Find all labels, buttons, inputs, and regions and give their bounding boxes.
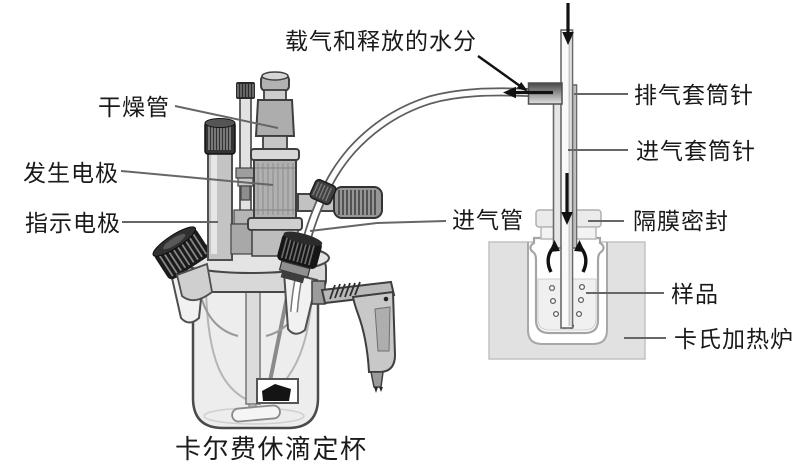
heating-oven-illustration [488, 29, 646, 360]
label-inlet-sleeve-needle: 进气套筒针 [636, 138, 756, 164]
label-indicator-electrode: 指示电极 [25, 210, 121, 236]
leader-lines [120, 93, 666, 339]
sensor-window-blob [262, 384, 291, 401]
leader-gas-inlet-tube [309, 220, 447, 232]
right-port-funnel [282, 270, 319, 335]
label-drying-tube: 干燥管 [98, 94, 170, 120]
tube-grommet [309, 178, 337, 206]
head-skirt-arch-left [199, 291, 239, 337]
carrier-gas-in-arrowhead [562, 32, 574, 45]
label-carrier-gas-moisture: 载气和释放的水分 [285, 28, 477, 54]
carrier-gas-label-arrow [477, 55, 521, 87]
left-cap-stem [175, 262, 213, 302]
leader-generator-electrode [120, 170, 274, 186]
vapor-rise-arrowhead-right [574, 240, 585, 252]
generator-electrode-shape [247, 148, 303, 257]
label-generator-electrode: 发生电极 [23, 160, 119, 186]
titration-cup-illustration [152, 71, 530, 430]
oven-cavity-edge [527, 242, 608, 345]
gas-out-arrowhead [503, 86, 516, 99]
left-ribbed-cap [152, 226, 211, 280]
label-kf-titration-cup: 卡尔费休滴定杯 [175, 434, 368, 464]
leader-drying-tube [174, 105, 279, 129]
transfer-tube-core [301, 89, 530, 253]
label-kf-heating-oven: 卡氏加热炉 [674, 326, 794, 352]
label-septum-seal: 隔膜密封 [633, 208, 729, 234]
carrier-gas-label-arrowhead [516, 82, 528, 92]
inlet-port-nut [277, 231, 323, 284]
vapor-rise-arrowhead-left [549, 240, 560, 252]
indicator-electrode-shape [204, 118, 236, 261]
stir-bar [231, 404, 281, 423]
drying-tube-shape [254, 71, 296, 151]
needle-gas-down-arrowhead [561, 212, 573, 225]
cup-handle [311, 280, 397, 393]
flow-arrows [477, 3, 588, 273]
label-gas-inlet-tube: 进气管 [452, 207, 524, 233]
label-sample: 样品 [671, 281, 719, 307]
label-exhaust-sleeve-needle: 排气套筒针 [634, 82, 754, 108]
